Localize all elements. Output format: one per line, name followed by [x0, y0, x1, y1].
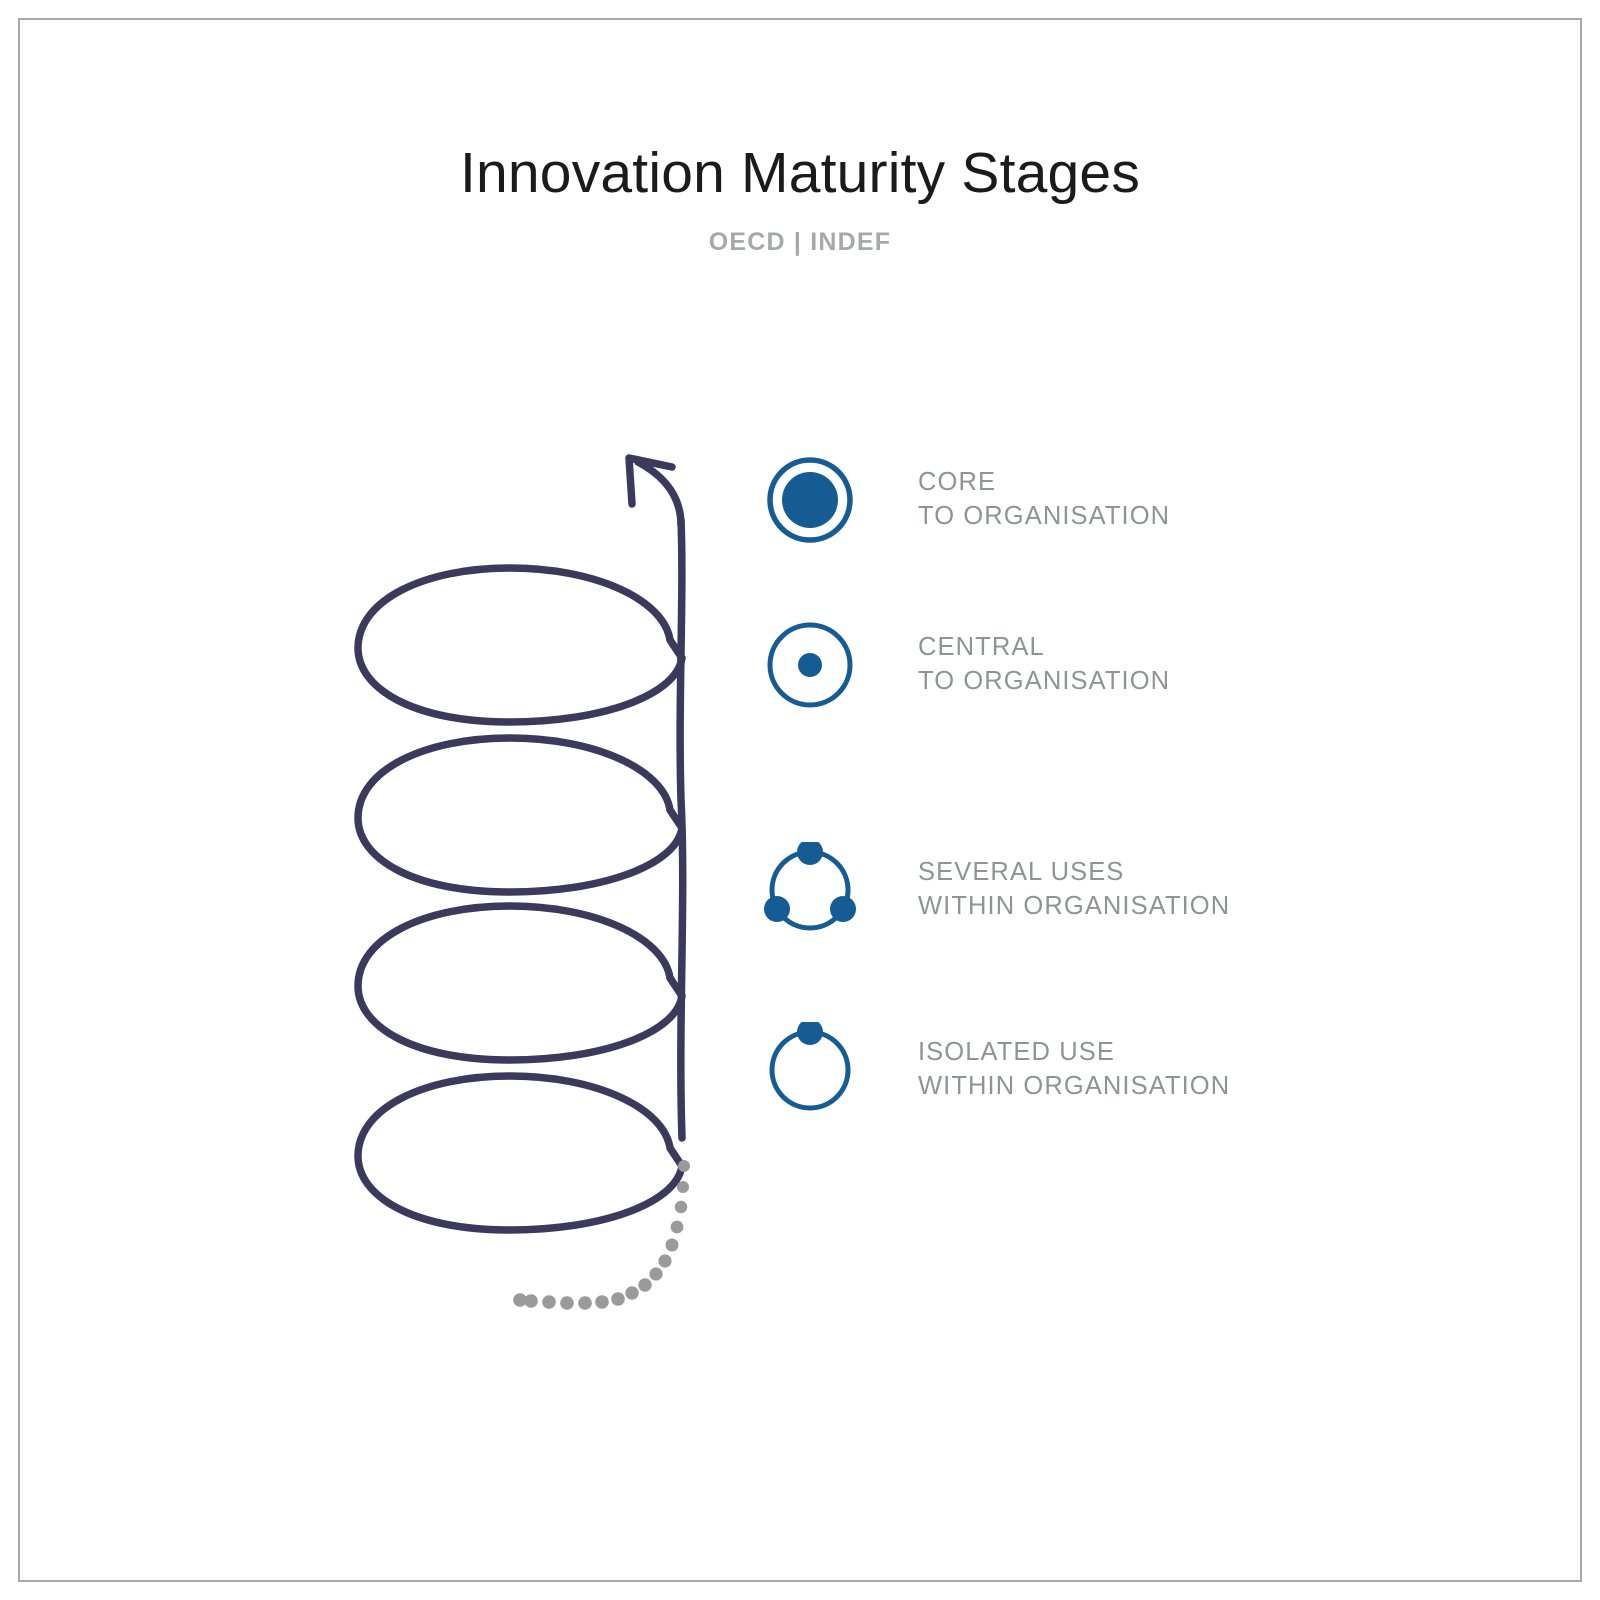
- legend-label-line2: TO ORGANISATION: [918, 667, 1171, 695]
- three-dots-on-ring-icon: [755, 835, 865, 945]
- arrow-stem: [634, 458, 685, 529]
- helix-coil-3: [354, 902, 686, 1064]
- one-dot-on-ring-icon: [755, 1015, 865, 1125]
- page-subtitle: OECD | INDEF: [708, 228, 892, 256]
- helix-coil-1: [354, 564, 686, 726]
- legend-label-isolated-use: ISOLATED USE WITHIN ORGANISATION: [918, 1036, 1230, 1104]
- legend-label-central: CENTRAL TO ORGANISATION: [918, 631, 1170, 699]
- legend-item-isolated-use[interactable]: ISOLATED USE WITHIN ORGANISATION: [755, 1010, 1230, 1130]
- legend-label-line2: WITHIN ORGANISATION: [918, 1072, 1231, 1100]
- dotted-trail: [513, 1160, 690, 1310]
- arrow-up-icon: [625, 454, 676, 508]
- legend-item-core[interactable]: CORE TO ORGANISATION: [755, 440, 1170, 560]
- legend-label-line2: WITHIN ORGANISATION: [918, 892, 1231, 920]
- legend-label-line1: SEVERAL USES: [918, 858, 1125, 887]
- legend-label-several-uses: SEVERAL USES WITHIN ORGANISATION: [918, 856, 1230, 924]
- legend-label-core: CORE TO ORGANISATION: [918, 466, 1170, 534]
- legend-label-line1: CORE: [918, 468, 997, 497]
- legend-label-line1: CENTRAL: [918, 633, 1045, 662]
- center-dot-in-ring-icon: [755, 610, 865, 720]
- legend-item-central[interactable]: CENTRAL TO ORGANISATION: [755, 605, 1170, 725]
- filled-circle-in-ring-icon: [755, 445, 865, 555]
- helix-coil-4: [354, 1072, 686, 1234]
- legend-item-several-uses[interactable]: SEVERAL USES WITHIN ORGANISATION: [755, 830, 1230, 950]
- helix-spine: [676, 516, 687, 1142]
- legend-label-line2: TO ORGANISATION: [918, 502, 1171, 530]
- legend-label-line1: ISOLATED USE: [918, 1038, 1115, 1067]
- page-title: Innovation Maturity Stages: [459, 141, 1141, 205]
- helix-coil-2: [354, 734, 686, 896]
